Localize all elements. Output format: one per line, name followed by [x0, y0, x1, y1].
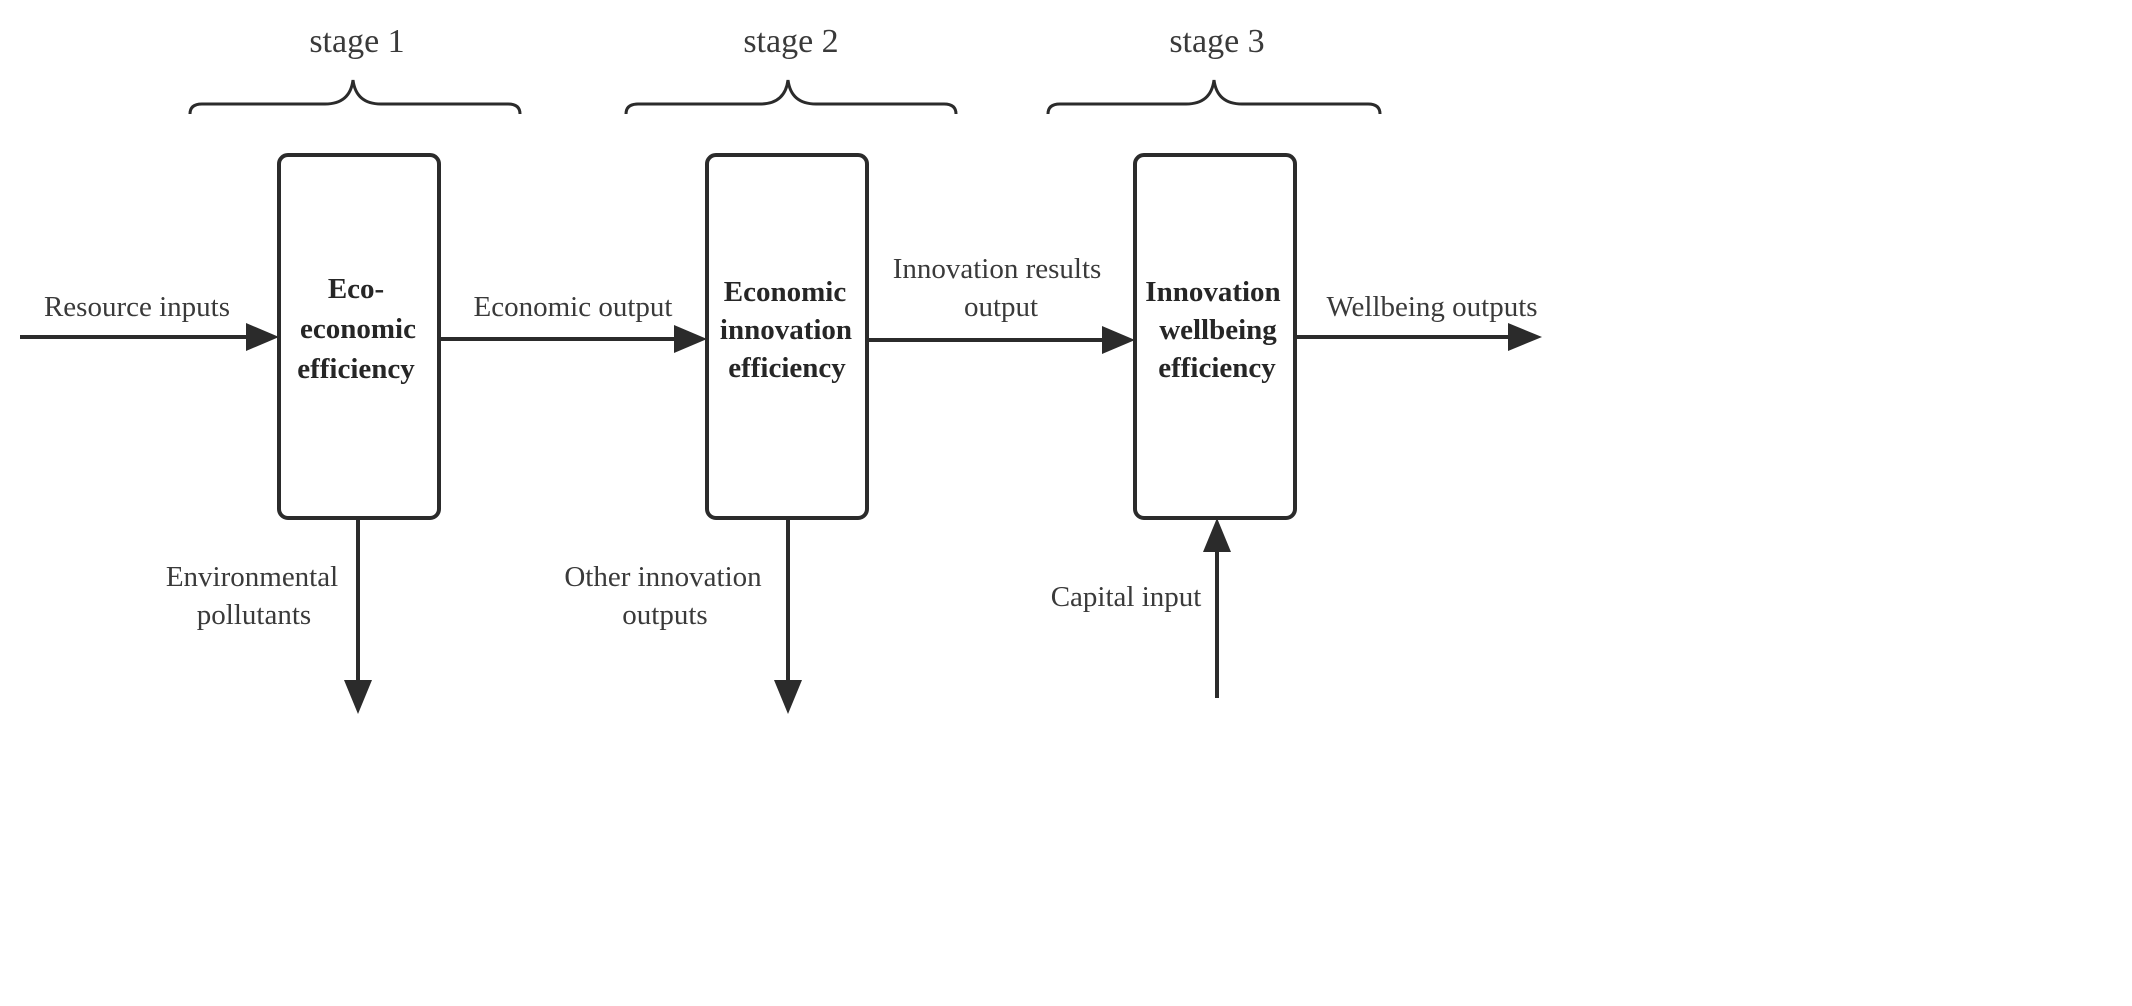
resource-inputs-label: Resource inputs	[44, 291, 230, 323]
box-3-line-3: efficiency	[1158, 352, 1276, 384]
environmental-pollutants-label-line-1: Environmental	[166, 561, 338, 593]
economic-output-label: Economic output	[474, 291, 673, 323]
stage-3-label: stage 3	[1169, 23, 1264, 60]
other-innovation-outputs-label-line-2: outputs	[622, 599, 707, 631]
other-innovation-outputs-label-line-1: Other innovation	[564, 561, 762, 593]
box-3-line-1: Innovation	[1145, 276, 1280, 308]
capital-input-label: Capital input	[1051, 581, 1202, 613]
resource-inputs-arrowhead	[246, 323, 279, 351]
capital-input-arrowhead	[1203, 518, 1231, 552]
box-1-line-3: efficiency	[297, 353, 415, 385]
wellbeing-outputs-label: Wellbeing outputs	[1326, 291, 1537, 323]
economic-output-arrowhead	[674, 325, 707, 353]
environmental-pollutants-arrowhead	[344, 680, 372, 714]
stage-2-brace	[624, 79, 958, 115]
box-3-line-2: wellbeing	[1159, 314, 1277, 346]
innovation-results-output-arrowhead	[1102, 326, 1135, 354]
box-2-line-1: Economic	[724, 276, 847, 308]
innovation-results-output-label-line-2: output	[964, 291, 1038, 323]
stage-1-label: stage 1	[309, 23, 404, 60]
other-innovation-outputs-arrowhead	[774, 680, 802, 714]
box-1-line-2: economic	[300, 313, 416, 345]
stage-1-brace	[188, 79, 522, 115]
stage-3-brace	[1046, 79, 1382, 115]
box-1-line-1: Eco-	[328, 273, 384, 305]
environmental-pollutants-label-line-2: pollutants	[197, 599, 311, 631]
wellbeing-outputs-arrowhead	[1508, 323, 1542, 351]
box-2-line-3: efficiency	[728, 352, 846, 384]
innovation-results-output-label-line-1: Innovation results	[893, 253, 1102, 285]
stage-2-label: stage 2	[743, 23, 838, 60]
three-stage-efficiency-diagram: stage 1 stage 2 stage 3 Eco- economic ef…	[20, 23, 1542, 714]
box-2-line-2: innovation	[720, 314, 852, 346]
